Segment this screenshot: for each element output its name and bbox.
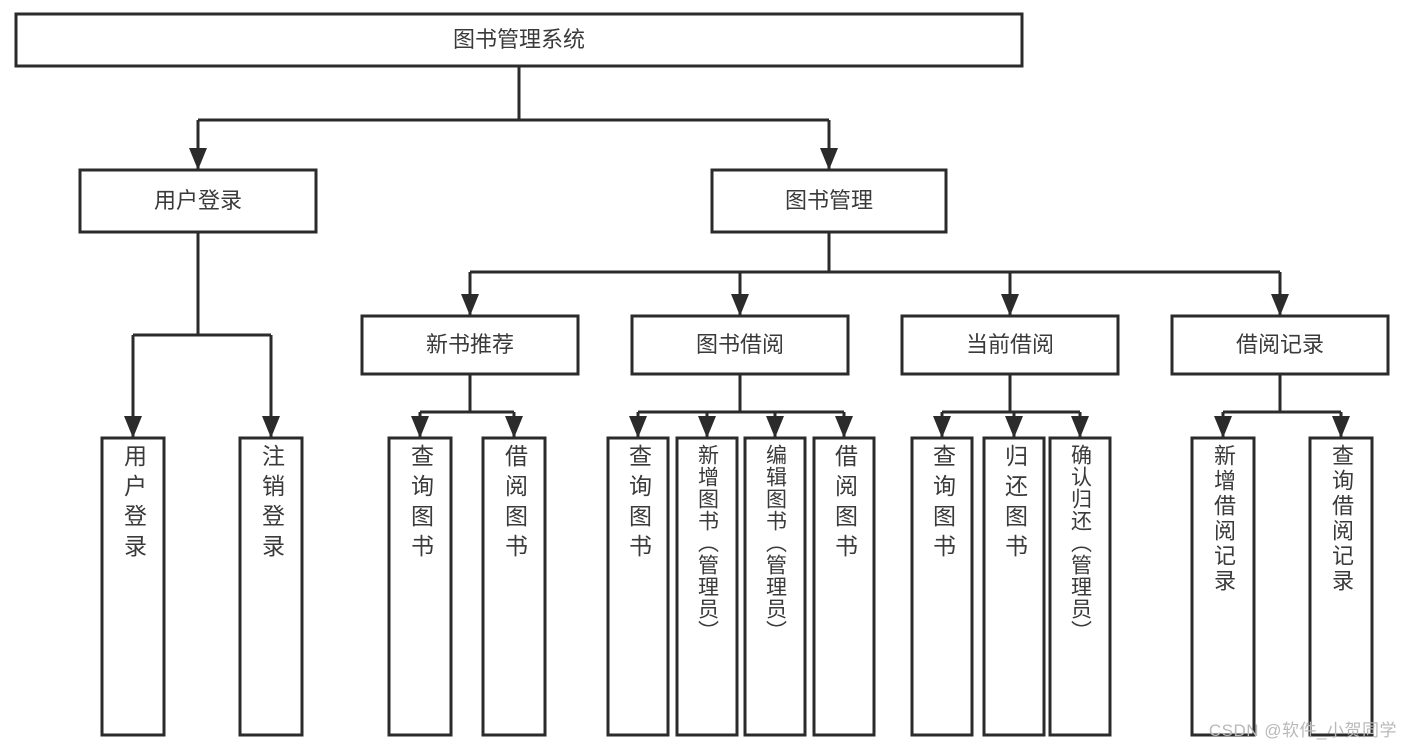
- node-box-borrow-record[interactable]: [1170, 314, 1390, 376]
- node-box-leaf-confirm-return-admin[interactable]: [1048, 436, 1112, 737]
- arrow-head-icon-leaf-query-borrow-record: [1332, 416, 1350, 438]
- node-box-leaf-add-borrow-record[interactable]: [1190, 436, 1256, 737]
- box-layer: [14, 12, 1390, 737]
- node-box-leaf-logout[interactable]: [238, 436, 304, 737]
- node-box-user-login[interactable]: [78, 168, 318, 234]
- node-box-leaf-borrow-book-new[interactable]: [481, 436, 547, 737]
- node-box-leaf-borrow-book[interactable]: [812, 436, 876, 737]
- arrow-head-icon-leaf-user-login: [124, 416, 142, 438]
- arrow-head-icon-leaf-borrow-book-new: [505, 416, 523, 438]
- arrow-head-icon-leaf-return-book: [1005, 416, 1023, 438]
- node-box-root[interactable]: [14, 12, 1024, 68]
- node-label-book-borrow: 图书借阅: [696, 332, 784, 357]
- arrow-head-icon-borrow-record: [1271, 294, 1289, 316]
- node-label-new-book-recommend: 新书推荐: [426, 332, 514, 357]
- arrow-head-icon-book-management: [820, 148, 838, 170]
- node-box-leaf-query-book[interactable]: [606, 436, 670, 737]
- node-box-leaf-return-book[interactable]: [982, 436, 1046, 737]
- arrow-head-icon-leaf-edit-book-admin: [766, 416, 784, 438]
- node-label-book-management: 图书管理: [785, 188, 873, 213]
- arrow-head-icon-new-book-recommend: [461, 294, 479, 316]
- node-label-root: 图书管理系统: [453, 27, 585, 52]
- arrow-head-icon-current-borrow: [1001, 294, 1019, 316]
- node-box-book-management[interactable]: [710, 168, 948, 234]
- arrow-head-icon-leaf-borrow-book: [835, 416, 853, 438]
- node-label-borrow-record: 借阅记录: [1236, 332, 1324, 357]
- arrow-head-icon-leaf-query-book-new: [411, 416, 429, 438]
- csdn-watermark: CSDN @软件_小贺同学: [1208, 721, 1397, 740]
- node-label-current-borrow: 当前借阅: [966, 332, 1054, 357]
- node-label-user-login: 用户登录: [154, 188, 242, 213]
- arrow-head-icon-book-borrow: [731, 294, 749, 316]
- connector-layer: [124, 66, 1350, 438]
- arrow-head-icon-leaf-query-book-current: [933, 416, 951, 438]
- node-box-new-book-recommend[interactable]: [360, 314, 580, 376]
- node-box-leaf-add-book-admin[interactable]: [675, 436, 739, 737]
- arrow-head-icon-leaf-add-book-admin: [698, 416, 716, 438]
- node-box-leaf-edit-book-admin[interactable]: [743, 436, 807, 737]
- node-box-book-borrow[interactable]: [630, 314, 850, 376]
- arrow-head-icon-leaf-add-borrow-record: [1214, 416, 1232, 438]
- node-box-leaf-query-borrow-record[interactable]: [1308, 436, 1374, 737]
- node-box-leaf-query-book-new[interactable]: [387, 436, 453, 737]
- arrow-head-icon-user-login: [189, 148, 207, 170]
- node-box-current-borrow[interactable]: [900, 314, 1120, 376]
- node-box-leaf-user-login[interactable]: [100, 436, 166, 737]
- node-box-leaf-query-book-current[interactable]: [910, 436, 974, 737]
- arrow-head-icon-leaf-confirm-return-admin: [1071, 416, 1089, 438]
- arrow-head-icon-leaf-logout: [262, 416, 280, 438]
- arrow-head-icon-leaf-query-book: [629, 416, 647, 438]
